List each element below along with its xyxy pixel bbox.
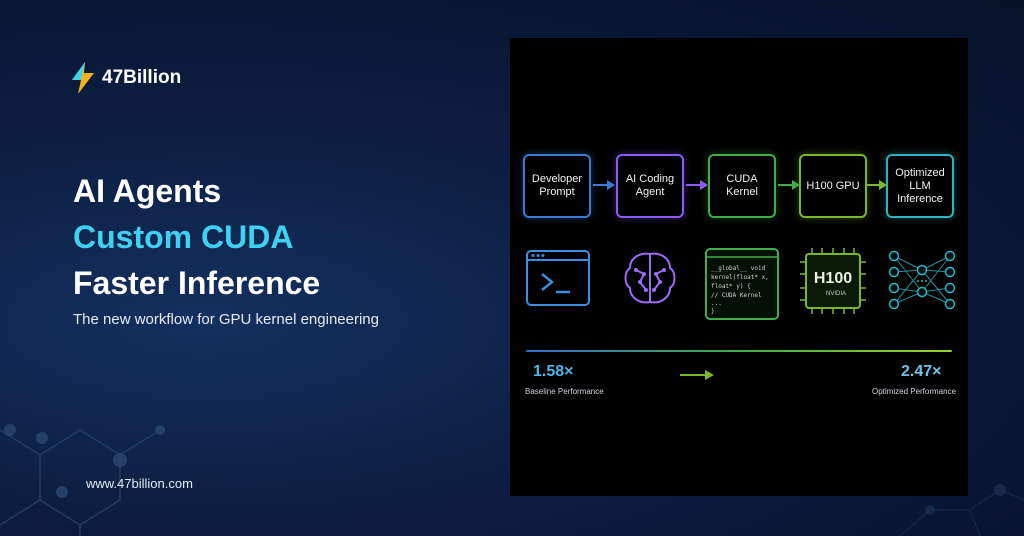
code-line: kernel(float* x, [711,274,769,281]
stage-developer-prompt: Developer Prompt [523,154,591,218]
stage-h100-gpu: H100 GPU [799,154,867,218]
pipeline-panel: Developer Prompt AI Coding Agent CUDA Ke… [510,38,968,496]
code-line: float* y) { [711,283,751,290]
code-line: // CUDA Kernel [711,292,762,299]
code-window-icon: __global__ void kernel(float* x, float* … [705,248,779,320]
headline: AI Agents Custom CUDA Faster Inference [73,168,320,306]
stage-cuda-kernel: CUDA Kernel [708,154,776,218]
code-line: ... [711,300,722,307]
headline-line-1: AI Agents [73,173,222,209]
code-line: } [711,308,715,315]
optimized-value: 2.47× [901,363,942,380]
arrow-right-icon [778,180,800,190]
code-line: __global__ void [711,265,766,272]
baseline-label: Baseline Performance [525,387,604,396]
gpu-vendor-label: NVIDIA [826,291,846,297]
headline-line-2: Custom CUDA [73,219,294,255]
lightning-bolt-icon [72,62,94,94]
brand-name: 47Billion [102,67,182,88]
stage-optimized-llm-inference: Optimized LLM Inference [886,154,954,218]
headline-line-3: Faster Inference [73,265,321,301]
gpu-chip-icon: H100 NVIDIA [800,248,866,314]
neural-network-icon [888,250,956,310]
stage-ai-coding-agent: AI Coding Agent [616,154,684,218]
subtitle: The new workflow for GPU kernel engineer… [73,311,379,328]
brand-logo: 47Billion [70,62,181,94]
arrow-right-icon [593,180,615,190]
optimized-label: Optimized Performance [872,387,957,396]
arrow-right-icon [680,370,714,380]
arrow-right-icon [686,180,708,190]
gpu-model-label: H100 [814,270,852,287]
terminal-icon [526,250,590,306]
performance-gradient-line [526,350,952,352]
brain-icon [624,252,676,304]
arrow-right-icon [867,180,887,190]
baseline-value: 1.58× [533,363,574,380]
website-url[interactable]: www.47billion.com [86,476,193,491]
